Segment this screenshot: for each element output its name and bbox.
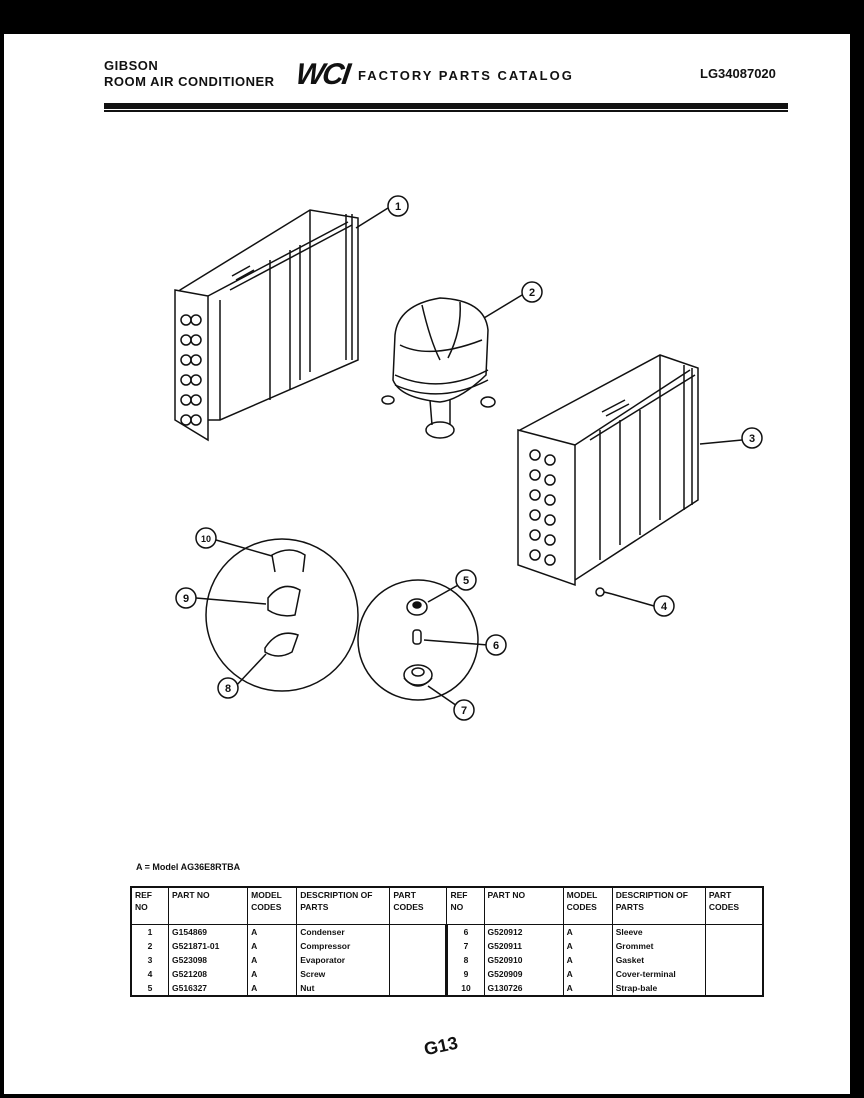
model-code: A bbox=[247, 924, 298, 939]
table-row: 5 G516327 A Nut 10 G130726 A Strap-bale bbox=[130, 981, 764, 996]
model-code: A bbox=[562, 924, 613, 939]
ref-no: 8 bbox=[445, 953, 485, 967]
part-code bbox=[389, 953, 448, 967]
description: Cover-terminal bbox=[611, 967, 706, 981]
header-description: DESCRIPTION OF PARTS bbox=[296, 887, 391, 925]
header-brand-block: GIBSON ROOM AIR CONDITIONER bbox=[104, 58, 275, 90]
ref-no: 9 bbox=[445, 967, 485, 981]
ref-no: 10 bbox=[445, 981, 485, 996]
model-code: A bbox=[247, 939, 298, 953]
header-model-codes-right: MODEL CODES bbox=[562, 887, 613, 925]
header-ref-no: REF NO bbox=[130, 887, 170, 925]
wci-logo: WCI bbox=[293, 58, 351, 91]
header-ref-no-right: REF NO bbox=[446, 887, 485, 925]
parts-table-header-row: REF NO PART NO MODEL CODES DESCRIPTION O… bbox=[130, 887, 764, 925]
description: Gasket bbox=[611, 953, 706, 967]
description: Strap-bale bbox=[611, 981, 706, 996]
ref-no: 2 bbox=[130, 939, 170, 953]
description: Compressor bbox=[296, 939, 391, 953]
part-code bbox=[704, 953, 764, 967]
product-name: ROOM AIR CONDITIONER bbox=[104, 74, 275, 89]
model-code: A bbox=[247, 967, 298, 981]
description: Sleeve bbox=[611, 924, 706, 939]
brand-name: GIBSON bbox=[104, 58, 159, 73]
model-code: A bbox=[247, 981, 298, 996]
part-code bbox=[389, 924, 448, 939]
header-model-codes: MODEL CODES bbox=[247, 887, 298, 925]
model-code: A bbox=[562, 981, 613, 996]
compressor-drawing bbox=[381, 297, 496, 439]
part-code bbox=[704, 967, 764, 981]
part-no: G520909 bbox=[483, 967, 564, 981]
ref-no: 4 bbox=[130, 967, 170, 981]
part-no: G520910 bbox=[483, 953, 564, 967]
ref-no: 5 bbox=[130, 981, 170, 996]
description: Condenser bbox=[296, 924, 391, 939]
description: Grommet bbox=[611, 939, 706, 953]
ref-no: 7 bbox=[445, 939, 485, 953]
model-note: A = Model AG36E8RTBA bbox=[136, 862, 241, 872]
model-code: A bbox=[562, 967, 613, 981]
description: Nut bbox=[296, 981, 391, 996]
model-code: A bbox=[562, 939, 613, 953]
part-no: G523098 bbox=[168, 953, 249, 967]
part-code bbox=[704, 981, 764, 996]
header-rule bbox=[104, 103, 788, 109]
part-no: G520911 bbox=[483, 939, 564, 953]
ref-no: 3 bbox=[130, 953, 170, 967]
header-rule-thin bbox=[104, 110, 788, 112]
catalog-title: FACTORY PARTS CATALOG bbox=[358, 68, 574, 83]
part-code bbox=[389, 967, 448, 981]
header-part-codes-right: PART CODES bbox=[704, 887, 764, 925]
part-no: G130726 bbox=[483, 981, 564, 996]
evaporator-drawing bbox=[517, 354, 699, 587]
table-row: 1 G154869 A Condenser 6 G520912 A Sleeve bbox=[130, 924, 764, 939]
ref-no: 1 bbox=[130, 924, 170, 939]
table-row: 2 G521871-01 A Compressor 7 G520911 A Gr… bbox=[130, 939, 764, 953]
model-code: A bbox=[562, 953, 613, 967]
ref-no: 6 bbox=[445, 924, 485, 939]
part-code bbox=[389, 981, 448, 996]
model-code: A bbox=[247, 953, 298, 967]
catalog-number: LG34087020 bbox=[700, 66, 776, 81]
part-code bbox=[704, 924, 764, 939]
part-code bbox=[704, 939, 764, 953]
header-description-right: DESCRIPTION OF PARTS bbox=[611, 887, 706, 925]
header-part-no: PART NO bbox=[168, 887, 249, 925]
part-no: G521208 bbox=[168, 967, 249, 981]
part-no: G521871-01 bbox=[168, 939, 249, 953]
table-row: 3 G523098 A Evaporator 8 G520910 A Gaske… bbox=[130, 953, 764, 967]
table-row: 4 G521208 A Screw 9 G520909 A Cover-term… bbox=[130, 967, 764, 981]
part-no: G520912 bbox=[483, 924, 564, 939]
header-part-no-right: PART NO bbox=[483, 887, 564, 925]
description: Screw bbox=[296, 967, 391, 981]
description: Evaporator bbox=[296, 953, 391, 967]
part-no: G154869 bbox=[168, 924, 249, 939]
part-code bbox=[389, 939, 448, 953]
parts-table: REF NO PART NO MODEL CODES DESCRIPTION O… bbox=[130, 886, 764, 997]
header-part-codes: PART CODES bbox=[389, 887, 448, 925]
part-no: G516327 bbox=[168, 981, 249, 996]
condenser-drawing bbox=[174, 209, 359, 442]
